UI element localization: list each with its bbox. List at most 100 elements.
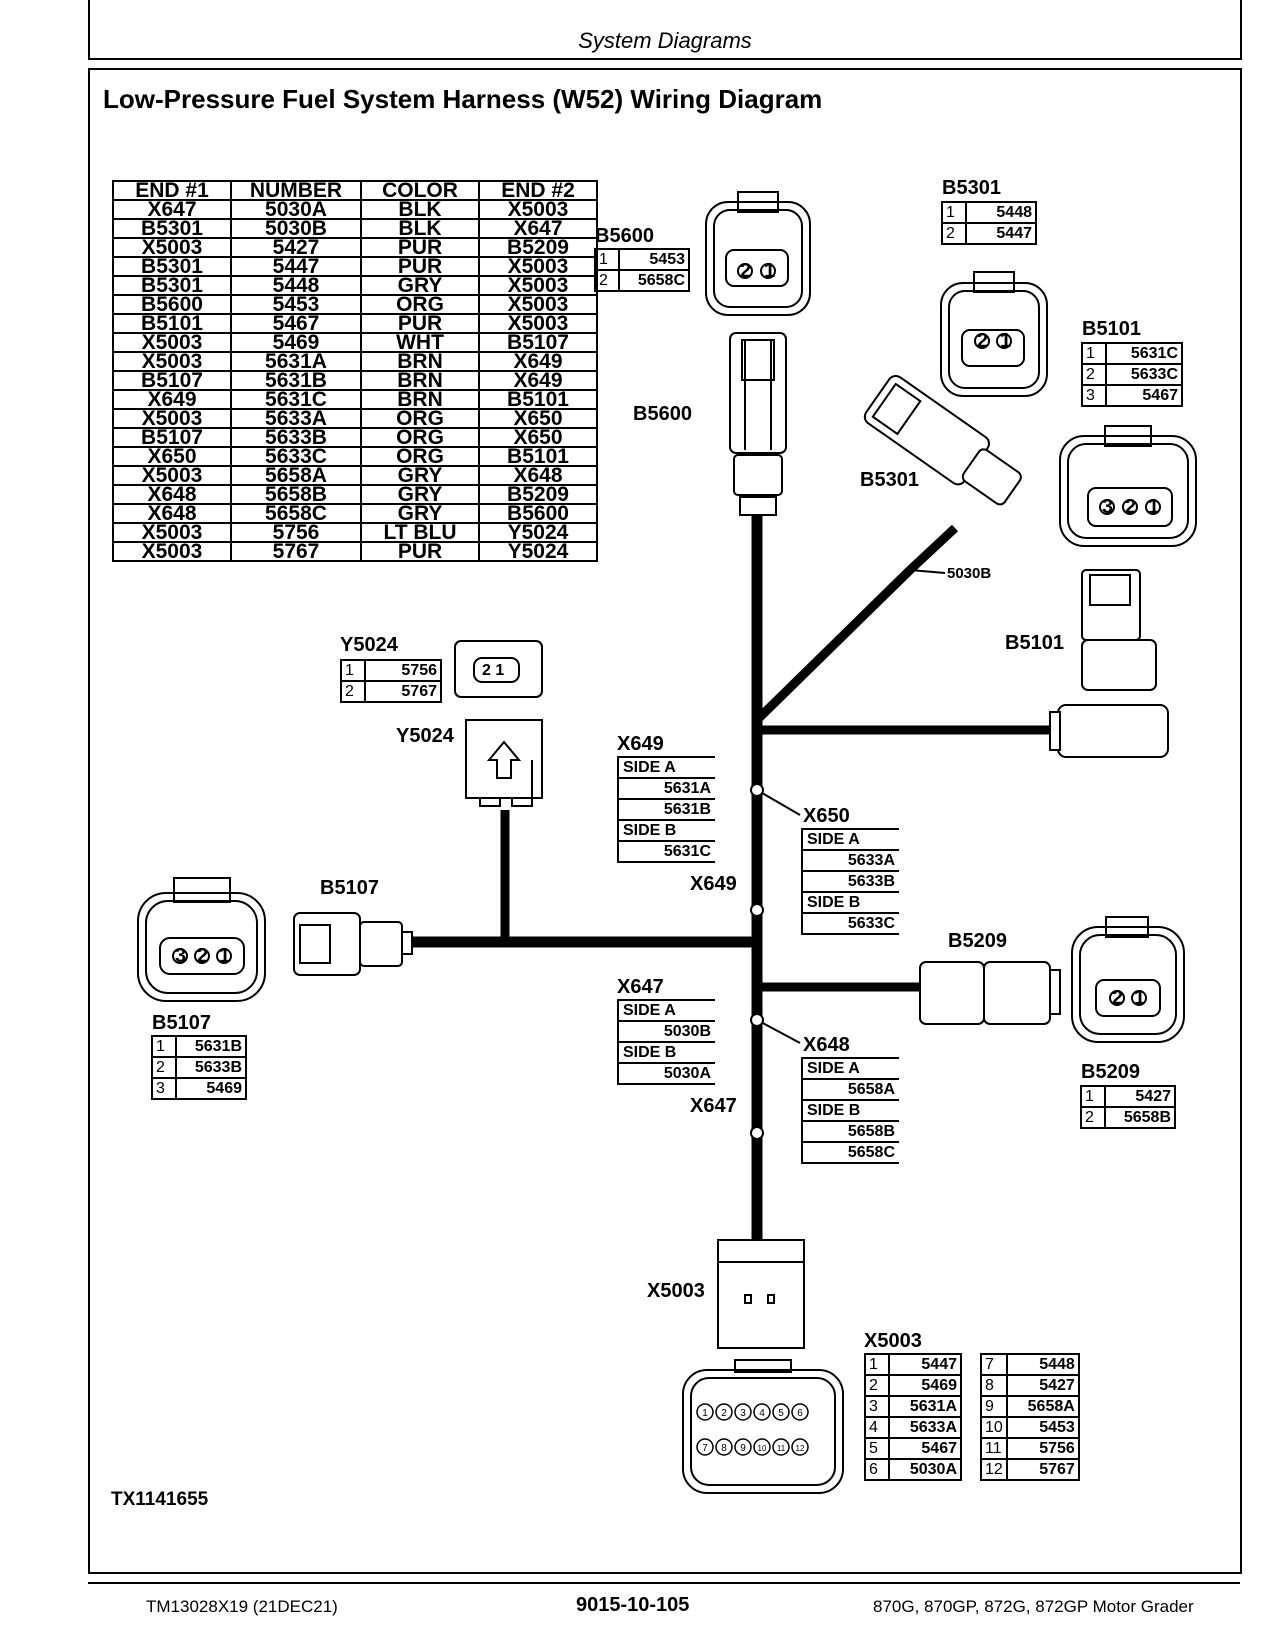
splice-side-header-cell: SIDE B [617, 820, 715, 842]
pin-number: 7 [980, 1353, 1007, 1376]
label-x5003: X5003 [647, 1280, 705, 1302]
wire-table-cell: X5003 [112, 465, 232, 486]
splice-side-header: SIDE B [801, 892, 899, 914]
pin-number: 11 [980, 1438, 1007, 1460]
wire-table-cell: Y5024 [478, 522, 598, 543]
wire-table-cell: BRN [360, 370, 480, 391]
pin-wire: 5658A [1005, 1396, 1080, 1418]
splice-side-header: SIDE A [617, 756, 715, 779]
pin-number: 9 [980, 1396, 1007, 1418]
splice-wire-cell: 5030B [617, 1021, 715, 1043]
pin-wire: 5453 [618, 248, 690, 271]
wire-table-cell: WHT [360, 332, 480, 353]
pin-number: 1 [340, 659, 365, 682]
pin-number: 2 [594, 270, 619, 292]
wire-table-cell: ORG [360, 408, 480, 429]
leader-x650 [756, 789, 801, 816]
splice-wire: 5633A [801, 850, 899, 872]
pin-number: 1 [151, 1035, 176, 1058]
splice-side-header-cell: SIDE A [617, 999, 715, 1022]
pin-wire: 5631A [888, 1396, 962, 1418]
wire-table-cell: X648 [112, 503, 232, 524]
wire-table-cell: X5003 [112, 332, 232, 353]
pin-number: 6 [864, 1459, 889, 1481]
pin-wire: 5469 [175, 1078, 247, 1100]
splice-wire: 5633C [801, 913, 899, 935]
label-x647: X647 [690, 1095, 737, 1117]
splice-wire: 5658B [801, 1121, 899, 1143]
pin-number: 2 [1081, 364, 1106, 386]
leader-5030b [909, 569, 946, 574]
footer-rule [88, 1582, 1240, 1584]
x5003-pin-label: 11 [777, 1444, 786, 1453]
pin-number: 8 [980, 1375, 1007, 1397]
wire-table-cell: B5600 [112, 294, 232, 315]
splice-wire: 5631C [617, 841, 715, 863]
pin-number: 5 [864, 1438, 889, 1460]
splice-side-header-cell: SIDE B [801, 892, 899, 914]
splice-points [750, 783, 764, 1140]
b5600-pin2: 2 [740, 260, 751, 282]
wire-table-cell: ORG [360, 446, 480, 467]
wire-table-cell: X5003 [112, 408, 232, 429]
splice-side-header: SIDE B [801, 1100, 899, 1122]
wire-table-cell: X647 [478, 218, 598, 239]
branch-b5301-end [906, 524, 959, 574]
x5003-pin-label: 2 [721, 1408, 727, 1419]
wire-table-cell: 5030B [230, 218, 362, 239]
b5209-pin2: 2 [1112, 987, 1123, 1009]
pin-number: 4 [864, 1417, 889, 1439]
pin-number: 3 [864, 1396, 889, 1418]
b5101-table-title: B5101 [1082, 318, 1141, 340]
wire-table-cell: B5107 [478, 332, 598, 353]
wire-table-cell: X649 [112, 389, 232, 410]
x5003-table-title: X5003 [864, 1330, 922, 1352]
b5107-pin1: 1 [219, 945, 230, 967]
wire-table-cell: X650 [112, 446, 232, 467]
wire-table-cell: X5003 [478, 199, 598, 220]
pin-wire: 5658C [618, 270, 690, 292]
splice-wire: 5631B [617, 799, 715, 821]
b5600-table-title: B5600 [595, 225, 654, 247]
b5600-connector-side [729, 332, 787, 516]
x5003-pin-label: 10 [758, 1444, 767, 1453]
pin-wire: 5633B [175, 1057, 247, 1079]
b5107-connector-face [137, 877, 266, 1002]
splice-wire-cell: 5633B [801, 871, 899, 893]
x5003-pin [715, 1438, 733, 1456]
wire-table-cell: X5003 [478, 294, 598, 315]
pin-wire: 5756 [364, 659, 442, 682]
pin-wire: 5767 [364, 681, 442, 703]
splice-wire-cell: 5658C [801, 1142, 899, 1164]
splice-x647-point [750, 1126, 764, 1140]
splice-side-header-cell: SIDE A [801, 1057, 899, 1080]
pin-wire: 5658B [1104, 1107, 1176, 1129]
wire-table-cell: B5301 [112, 275, 232, 296]
x5003-pin [772, 1438, 790, 1456]
wire-table-cell: X5003 [478, 256, 598, 277]
x5003-pin [791, 1438, 809, 1456]
wire-table-cell: 5448 [230, 275, 362, 296]
wire-table-cell: B5107 [112, 427, 232, 448]
b5101-connector-face [1059, 425, 1197, 547]
wire-table-cell: X5003 [112, 522, 232, 543]
wire-table-cell: 5658C [230, 503, 362, 524]
